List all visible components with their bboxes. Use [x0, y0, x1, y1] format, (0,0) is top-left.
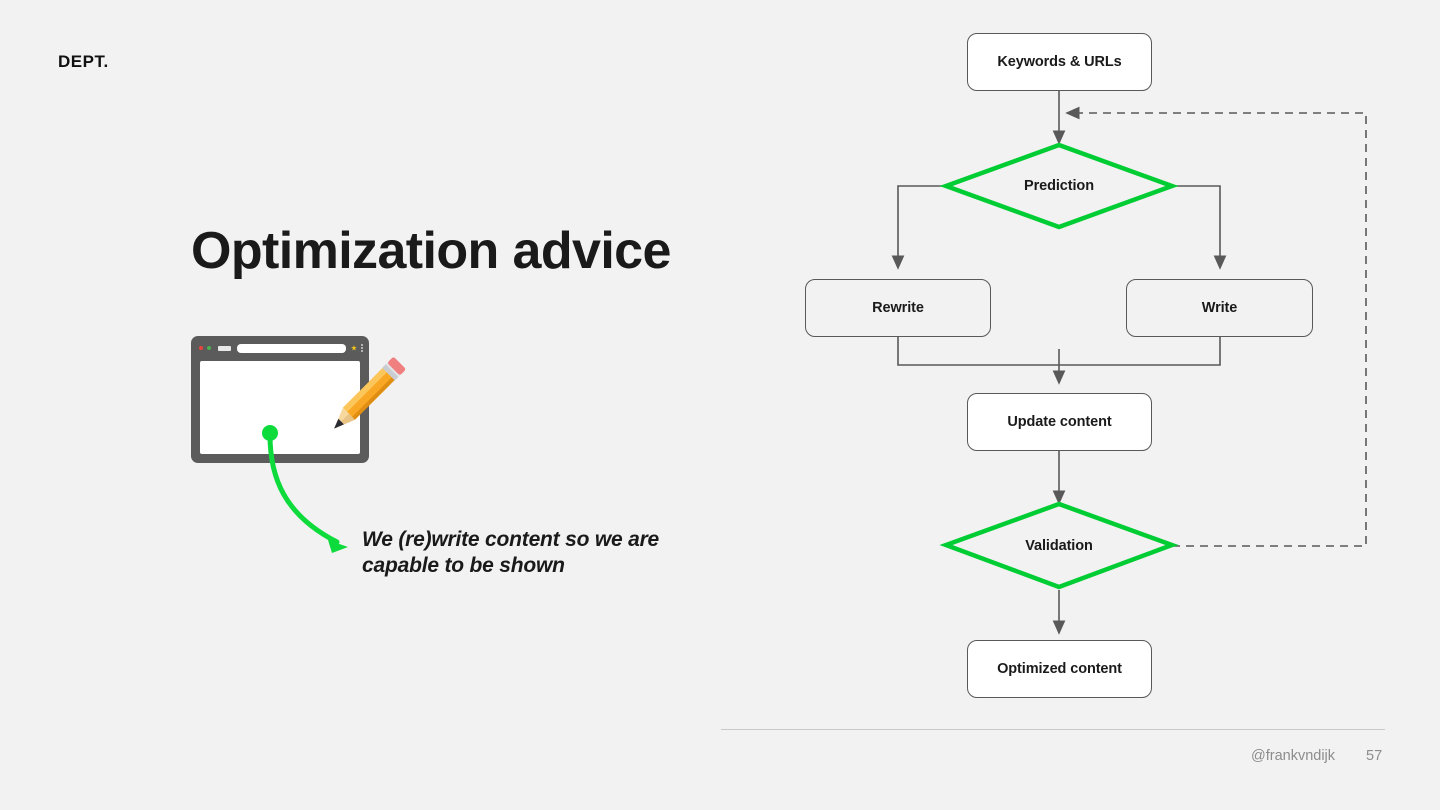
footer-page-number: 57 — [1366, 748, 1383, 764]
browser-window — [191, 336, 369, 463]
node-update-content[interactable]: Update content — [967, 393, 1152, 451]
node-label: Keywords & URLs — [997, 54, 1122, 70]
node-label: Rewrite — [872, 300, 924, 316]
bookmark-star-icon — [351, 345, 357, 351]
dept-logo: DEPT. — [58, 52, 109, 71]
diamond-validation — [939, 501, 1179, 590]
address-bar — [237, 343, 346, 353]
nav-arrows-icon — [218, 345, 231, 351]
node-write[interactable]: Write — [1126, 279, 1313, 337]
close-dot-icon — [199, 346, 203, 350]
diamond-prediction — [939, 142, 1179, 230]
green-curved-arrow — [240, 415, 380, 565]
node-label: Update content — [1007, 414, 1112, 430]
flowchart-connectors — [891, 91, 1367, 635]
node-keywords-urls[interactable]: Keywords & URLs — [967, 33, 1152, 91]
flowchart: Keywords & URLs Prediction Rewrite Write… — [720, 0, 1440, 810]
maximize-dot-icon — [207, 346, 211, 350]
footer-divider — [721, 729, 1385, 730]
node-optimized-content[interactable]: Optimized content — [967, 640, 1152, 698]
callout-text: We (re)write content so we are capable t… — [362, 528, 660, 578]
footer-handle: @frankvndijk — [1251, 748, 1336, 764]
node-label: Optimized content — [997, 661, 1122, 677]
browser-toolbar — [195, 340, 365, 356]
menu-kebab-icon — [361, 344, 363, 352]
node-rewrite[interactable]: Rewrite — [805, 279, 991, 337]
page-title: Optimization advice — [191, 222, 671, 280]
browser-content-area — [200, 361, 360, 454]
node-label: Write — [1201, 300, 1238, 316]
flowchart-diamonds — [939, 142, 1179, 590]
